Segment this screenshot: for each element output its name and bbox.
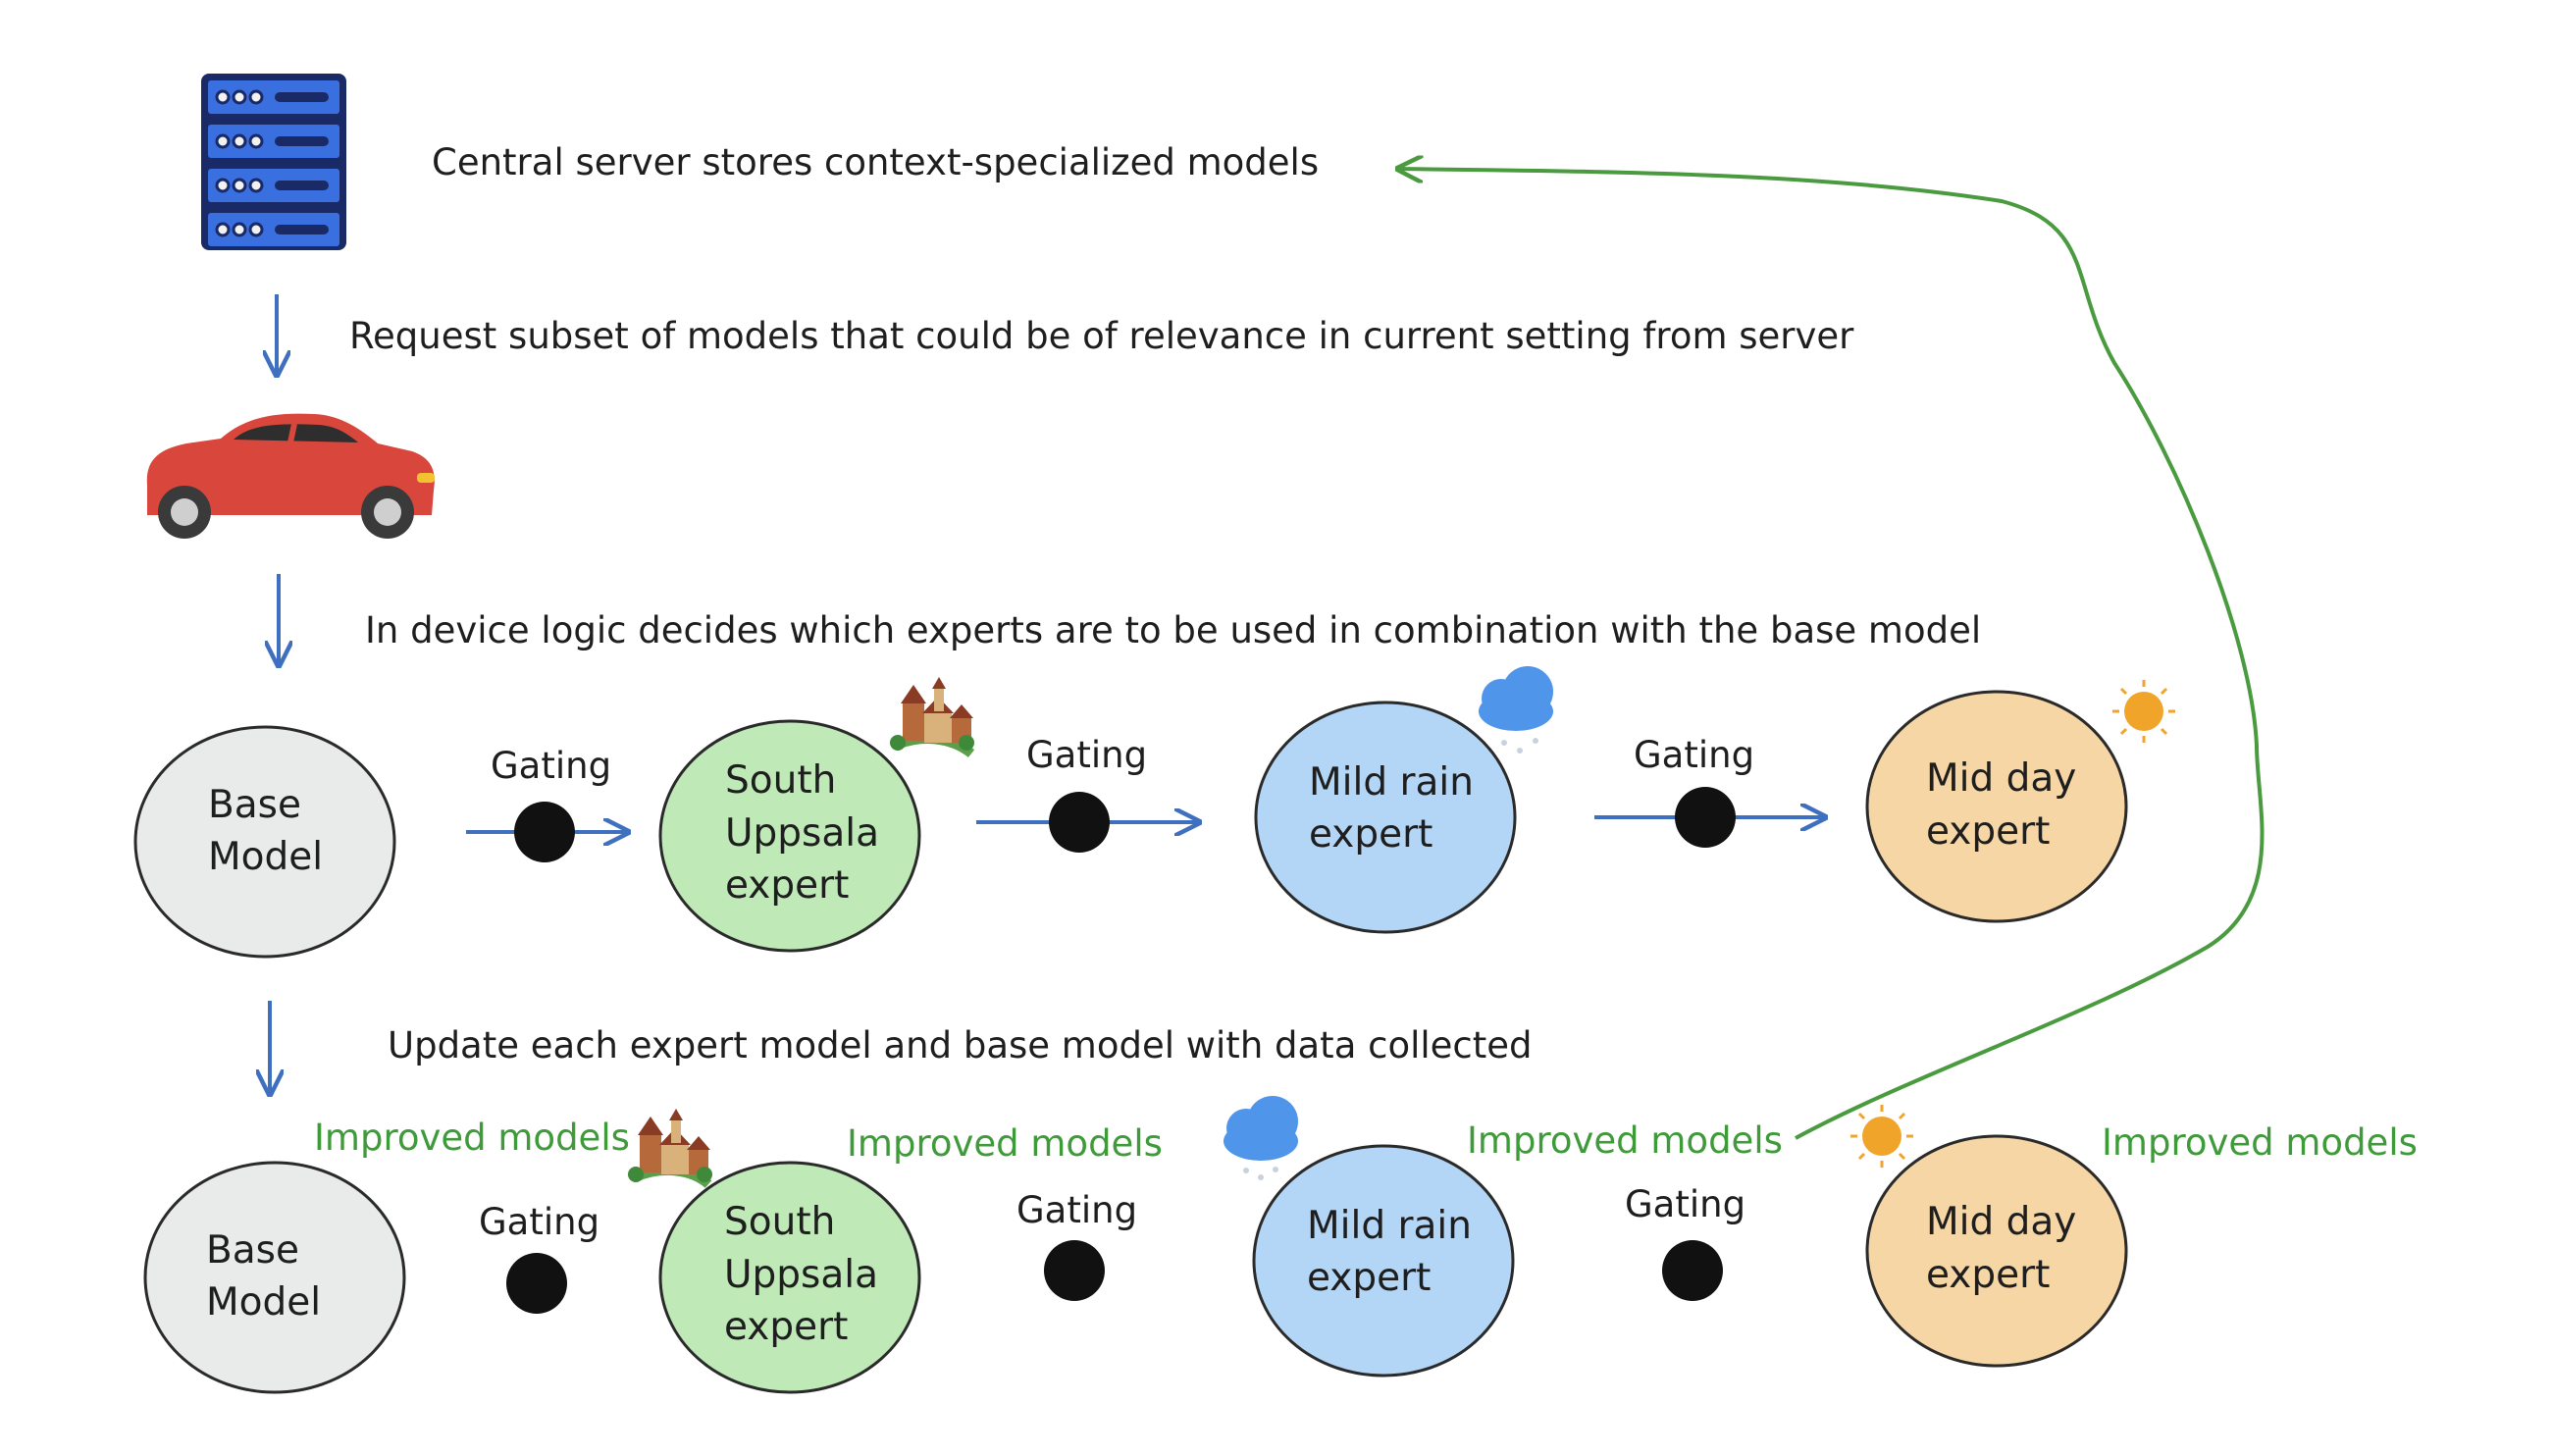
mild-rain-expert-node-improved: Mild rain expert xyxy=(1252,1144,1515,1378)
rain-label: expert xyxy=(1307,1256,1431,1300)
base-model-label: Base xyxy=(208,783,301,827)
improved-models-label: Improved models xyxy=(1467,1119,1783,1162)
uppsala-label: expert xyxy=(725,863,849,908)
base-model-label: Base xyxy=(206,1228,299,1273)
sun-icon xyxy=(1850,1105,1913,1168)
town-icon xyxy=(628,1109,712,1188)
uppsala-label: expert xyxy=(724,1305,848,1349)
rain-cloud-icon xyxy=(1479,666,1553,754)
gating-dot xyxy=(1044,1240,1105,1301)
midday-label: Mid day xyxy=(1926,756,2076,801)
gating-label: Gating xyxy=(1026,734,1147,776)
gating-connector xyxy=(466,802,628,862)
step-request-text: Request subset of models that could be o… xyxy=(349,315,1854,357)
car-icon xyxy=(146,413,435,539)
rain-label: Mild rain xyxy=(1307,1204,1472,1248)
improved-models-label: Improved models xyxy=(2102,1121,2418,1164)
gating-label: Gating xyxy=(1634,734,1754,776)
gating-dot xyxy=(506,1253,567,1314)
sun-icon xyxy=(2112,680,2175,743)
gating-connector xyxy=(976,792,1199,853)
midday-label: expert xyxy=(1926,1253,2050,1297)
uppsala-label: South xyxy=(724,1200,835,1244)
mild-rain-expert-node: Mild rain expert xyxy=(1254,701,1517,934)
step-server-text: Central server stores context-specialize… xyxy=(432,141,1319,183)
rain-cloud-icon xyxy=(1224,1096,1298,1180)
mid-day-expert-node: Mid day expert xyxy=(1865,690,2128,923)
gating-connector xyxy=(1594,787,1825,848)
improved-models-label: Improved models xyxy=(314,1117,630,1159)
feedback-arrow-to-server xyxy=(1398,169,2265,1140)
improved-models-label: Improved models xyxy=(847,1122,1163,1165)
gating-label: Gating xyxy=(1016,1189,1137,1231)
mid-day-expert-node-improved: Mid day expert xyxy=(1865,1134,2128,1368)
midday-label: Mid day xyxy=(1926,1200,2076,1244)
gating-label: Gating xyxy=(1625,1183,1745,1225)
midday-label: expert xyxy=(1926,809,2050,854)
step-update-text: Update each expert model and base model … xyxy=(388,1024,1533,1066)
rain-label: expert xyxy=(1309,812,1432,857)
base-model-label: Model xyxy=(208,835,323,879)
base-model-node-improved: Base Model xyxy=(143,1161,406,1394)
base-model-label: Model xyxy=(206,1280,321,1325)
gating-label: Gating xyxy=(491,745,611,787)
uppsala-label: South xyxy=(725,758,836,803)
south-uppsala-expert-node-improved: South Uppsala expert xyxy=(658,1161,921,1394)
gating-label: Gating xyxy=(479,1201,599,1243)
gating-dot xyxy=(1662,1240,1723,1301)
rain-label: Mild rain xyxy=(1309,760,1474,805)
town-icon xyxy=(890,677,975,758)
base-model-node: Base Model xyxy=(133,725,396,959)
step-device-logic-text: In device logic decides which experts ar… xyxy=(365,609,1981,651)
uppsala-label: Uppsala xyxy=(725,811,879,856)
server-icon xyxy=(201,74,346,250)
south-uppsala-expert-node: South Uppsala expert xyxy=(658,719,921,953)
uppsala-label: Uppsala xyxy=(724,1253,878,1297)
